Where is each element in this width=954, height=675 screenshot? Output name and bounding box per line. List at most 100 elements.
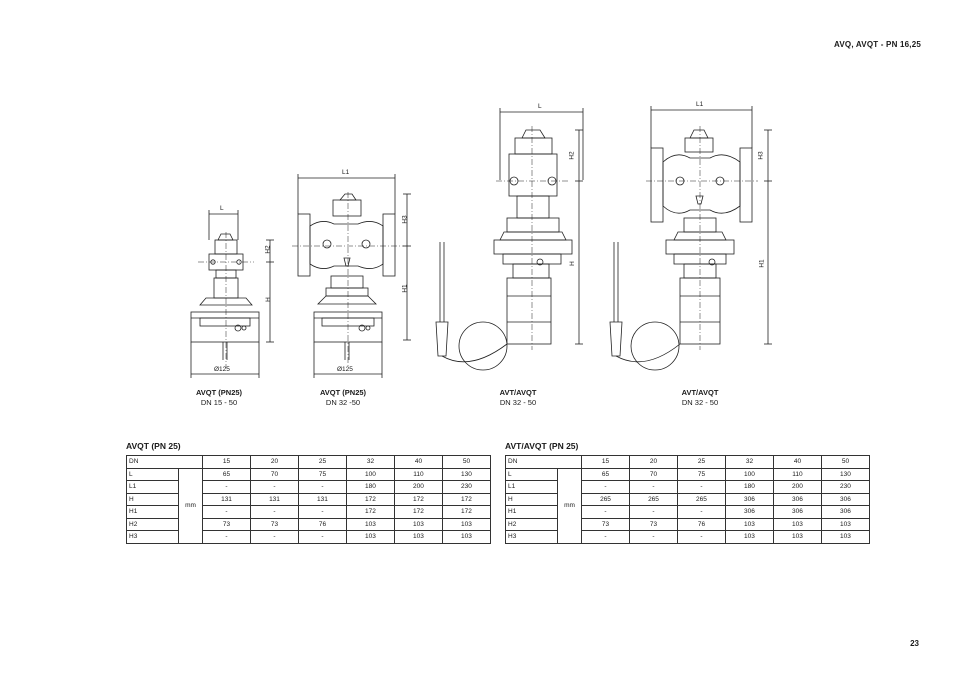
- figure-subtitle: DN 15 - 50: [200, 398, 238, 407]
- figure-caption: AVT/AVQT DN 32 - 50: [458, 388, 578, 408]
- table-header-cell: DN: [504, 455, 583, 469]
- table-header-cell: 20: [250, 455, 299, 469]
- table-cell: -: [297, 505, 347, 519]
- table-cell: 172: [393, 492, 443, 506]
- table-cell: -: [250, 480, 299, 494]
- table-header-cell: 32: [724, 455, 774, 469]
- table-cell: 172: [441, 505, 492, 519]
- dim-label-top: L1: [696, 101, 704, 108]
- table-header-cell: 20: [629, 455, 678, 469]
- figure-caption: AVQT (PN25) DN 15 - 50: [159, 388, 279, 408]
- unit-cell: mm: [177, 467, 204, 544]
- table-header-cell: 50: [441, 455, 492, 469]
- table-cell: 103: [345, 517, 395, 531]
- row-label: H3: [505, 530, 558, 544]
- table-cell: 306: [772, 492, 822, 506]
- table-cell: -: [676, 505, 726, 519]
- table-row: H3 - - - 103 103 103: [126, 530, 492, 544]
- table-header-cell: 40: [393, 455, 443, 469]
- table-cell: 172: [393, 505, 443, 519]
- figure-caption: AVT/AVQT DN 32 - 50: [640, 388, 760, 408]
- row-label: H: [126, 492, 179, 506]
- dim-label-top: L1: [342, 169, 350, 176]
- table-cell: 76: [297, 517, 347, 531]
- table-cell: -: [250, 530, 299, 544]
- table-cell: 103: [441, 517, 492, 531]
- table-cell: 103: [724, 530, 774, 544]
- table-header-cell: 15: [202, 455, 251, 469]
- table-cell: 73: [250, 517, 299, 531]
- table-cell: 306: [820, 492, 871, 506]
- table-row: H3 - - - 103 103 103: [505, 530, 871, 544]
- row-label: H1: [126, 505, 179, 519]
- figure-title: AVT/AVQT: [499, 388, 537, 397]
- valve-drawing-avt-avqt-1: [435, 108, 584, 371]
- table-cell: 306: [820, 505, 871, 519]
- dim-label-h-upper: H3: [757, 151, 765, 160]
- dim-label-top: L: [538, 103, 542, 110]
- table-cell: 70: [629, 467, 678, 481]
- table-cell: 306: [772, 505, 822, 519]
- figure-title: AVT/AVQT: [681, 388, 719, 397]
- dim-label-h-lower: H: [568, 261, 576, 266]
- table-cell: 180: [724, 480, 774, 494]
- table-cell: 131: [250, 492, 299, 506]
- table-cell: 306: [724, 492, 774, 506]
- row-label: H2: [126, 517, 179, 531]
- table-cell: 200: [772, 480, 822, 494]
- dim-label-h-upper: H2: [264, 245, 272, 254]
- page-header: AVQ, AVQT - PN 16,25: [834, 40, 921, 49]
- table-header-row: DN 15 20 25 32 40 50: [504, 455, 871, 469]
- row-label: L: [505, 467, 558, 481]
- table-cell: 230: [820, 480, 871, 494]
- table-cell: -: [202, 505, 251, 519]
- row-label: H3: [126, 530, 179, 544]
- dim-label-base: Ø125: [214, 366, 230, 373]
- valve-drawing-avt-avqt-2: [609, 106, 772, 371]
- table-cell: 103: [441, 530, 492, 544]
- table-cell: 73: [202, 517, 251, 531]
- table-cell: 103: [393, 530, 443, 544]
- table-cell: 131: [297, 492, 347, 506]
- unit-cell: mm: [556, 467, 583, 544]
- table-cell: 172: [345, 505, 395, 519]
- table-cell: 110: [393, 467, 443, 481]
- table-cell: 103: [820, 530, 871, 544]
- table-cell: 65: [202, 467, 251, 481]
- table-header-cell: 25: [297, 455, 347, 469]
- dim-label-base: Ø125: [337, 366, 353, 373]
- row-label: H: [505, 492, 558, 506]
- table-header-cell: DN: [125, 455, 204, 469]
- table-cell: 306: [724, 505, 774, 519]
- table-cell: 75: [676, 467, 726, 481]
- table-header-cell: 32: [345, 455, 395, 469]
- row-label: H1: [505, 505, 558, 519]
- table-cell: 103: [724, 517, 774, 531]
- table-cell: 65: [581, 467, 630, 481]
- figure-caption: AVQT (PN25) DN 32 -50: [283, 388, 403, 408]
- dimensions-table: DN 15 20 25 32 40 50 L mm 65 70 75 100 1…: [504, 455, 871, 544]
- table-cell: -: [250, 505, 299, 519]
- table-cell: -: [676, 530, 726, 544]
- table-cell: 131: [202, 492, 251, 506]
- table-cell: 73: [629, 517, 678, 531]
- table-header-cell: 50: [820, 455, 871, 469]
- table-header-cell: 15: [581, 455, 630, 469]
- figure-subtitle: DN 32 - 50: [499, 398, 537, 407]
- table-cell: -: [629, 505, 678, 519]
- row-label: L: [126, 467, 179, 481]
- table-cell: 103: [393, 517, 443, 531]
- table-cell: -: [581, 530, 630, 544]
- table-cell: -: [581, 505, 630, 519]
- table-cell: -: [297, 530, 347, 544]
- table-cell: 103: [772, 530, 822, 544]
- table-cell: 76: [676, 517, 726, 531]
- table-cell: 180: [345, 480, 395, 494]
- dim-label-h-lower: H: [264, 297, 272, 302]
- table-cell: -: [202, 530, 251, 544]
- figure-title: AVQT (PN25): [319, 388, 367, 397]
- table-header-cell: 40: [772, 455, 822, 469]
- valve-drawings: [190, 106, 772, 378]
- table-cell: 172: [345, 492, 395, 506]
- table-row: L mm 65 70 75 100 110 130: [126, 467, 492, 544]
